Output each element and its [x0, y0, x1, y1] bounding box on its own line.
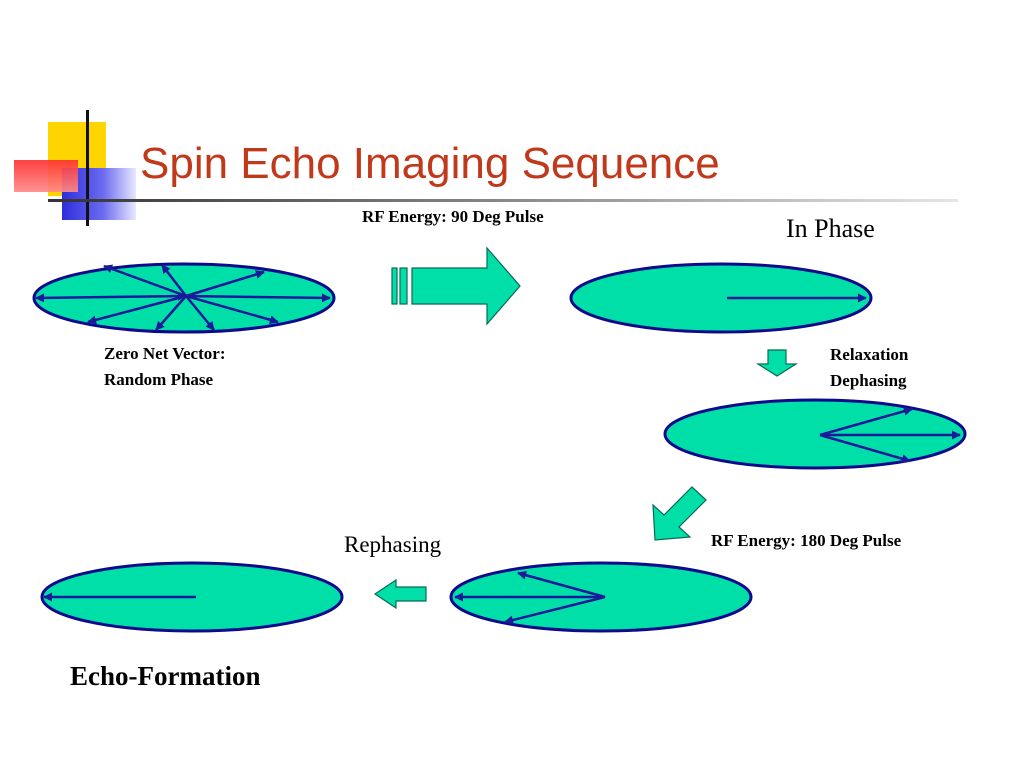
vector-arrow — [35, 291, 187, 303]
vector-arrow — [161, 264, 187, 297]
zero-net-vector-label: Zero Net Vector: Random Phase — [104, 341, 225, 393]
relaxation-line2: Dephasing — [830, 371, 907, 390]
deco-vertical-line — [86, 110, 89, 226]
rf180-diagonal-arrow — [652, 486, 707, 541]
vector-arrow — [819, 433, 911, 464]
vector-arrow — [155, 295, 187, 331]
vector-arrow — [185, 270, 265, 298]
echo-formation-label: Echo-Formation — [70, 661, 261, 691]
rf90-arrow — [391, 246, 521, 326]
slide-title: Spin Echo Imaging Sequence — [140, 139, 720, 188]
relaxation-dephasing-label: Relaxation Dephasing — [830, 342, 908, 394]
echo-ellipse-group — [40, 561, 344, 633]
rf90-label: RF Energy: 90 Deg Pulse — [362, 207, 544, 226]
in-phase-ellipse-group — [569, 262, 873, 334]
vector-arrow — [819, 406, 913, 437]
vector-arrow — [504, 595, 606, 625]
in-phase-ellipse — [569, 262, 873, 334]
dephasing-ellipse — [663, 398, 967, 470]
rephasing-ellipse-group — [449, 561, 753, 633]
rephasing-left-arrow — [373, 578, 427, 610]
vector-arrow — [185, 294, 279, 325]
rf180-label: RF Energy: 180 Deg Pulse — [711, 531, 902, 550]
zero-net-vector-line2: Random Phase — [104, 370, 214, 389]
deco-horizontal-line — [48, 199, 958, 202]
relaxation-line1: Relaxation — [830, 345, 909, 364]
in-phase-label: In Phase — [786, 214, 875, 243]
rephasing-label: Rephasing — [344, 532, 442, 557]
random-phase-ellipse-group — [32, 262, 336, 334]
vector-arrow — [185, 293, 331, 303]
vector-arrow — [517, 570, 606, 599]
rf90-arrow-stripe — [391, 267, 398, 305]
zero-net-vector-line1: Zero Net Vector: — [104, 344, 226, 363]
vector-arrow — [87, 294, 187, 325]
dephasing-ellipse-group — [663, 398, 967, 470]
deco-red-square — [14, 160, 78, 192]
rf90-arrow-stripe — [399, 267, 408, 305]
rf90-arrow-body — [411, 246, 521, 326]
vector-arrow — [185, 295, 215, 331]
vector-arrow — [103, 264, 187, 298]
relaxation-down-arrow — [755, 349, 799, 377]
